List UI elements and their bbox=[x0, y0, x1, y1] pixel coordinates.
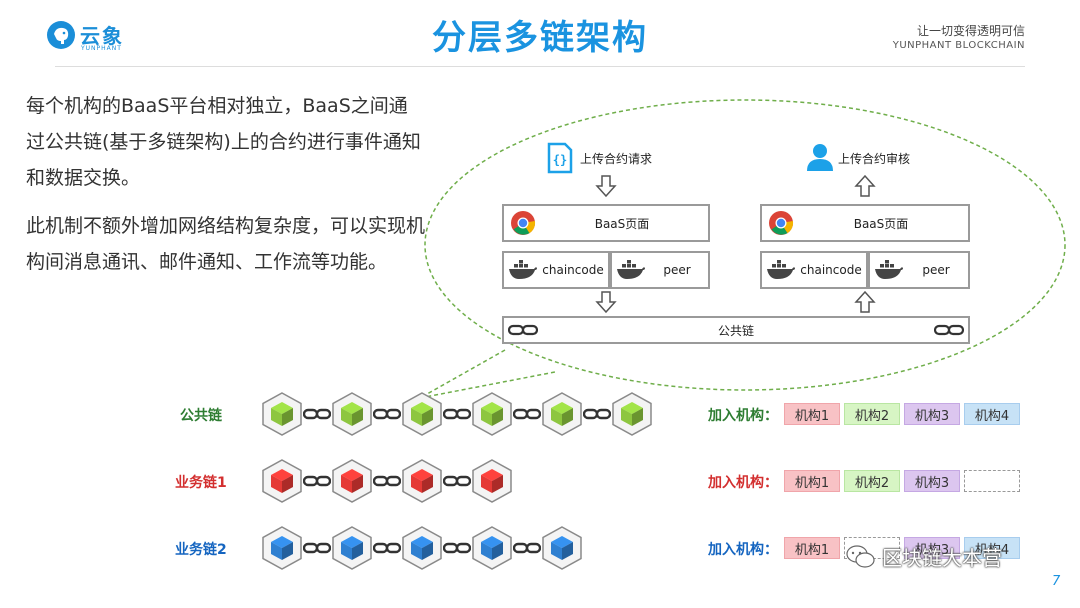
chaincode-label: chaincode bbox=[800, 263, 862, 277]
paragraph-1: 每个机构的BaaS平台相对独立，BaaS之间通过公共链(基于多链架构)上的合约进… bbox=[26, 95, 421, 189]
chain-link-icon bbox=[583, 408, 611, 420]
arrow-down-icon bbox=[595, 291, 617, 314]
block-cube-icon bbox=[332, 459, 372, 503]
upload-request-label: 上传合约请求 bbox=[580, 152, 653, 166]
block-cube-icon bbox=[262, 526, 302, 570]
block-cube-icon bbox=[612, 392, 652, 436]
chain-link-icon bbox=[934, 324, 964, 336]
chain-link-icon bbox=[303, 408, 331, 420]
arrow-up-icon bbox=[854, 290, 876, 313]
header-divider bbox=[55, 66, 1025, 67]
org-box: 机构1 bbox=[784, 537, 840, 559]
org-box: 机构3 bbox=[904, 470, 960, 492]
peer-label: peer bbox=[663, 263, 691, 277]
join-label-public: 加入机构： bbox=[708, 408, 778, 424]
chaincode-label: chaincode bbox=[542, 263, 604, 277]
slogan: 让一切变得透明可信 bbox=[916, 24, 1025, 38]
baas-label: BaaS页面 bbox=[853, 216, 909, 231]
block-cube-icon bbox=[402, 526, 442, 570]
slogan-english: YUNPHANT BLOCKCHAIN bbox=[892, 40, 1025, 51]
public-chain-bar-label: 公共链 bbox=[717, 323, 754, 338]
join-label-business-1: 加入机构： bbox=[708, 475, 778, 491]
block-cube-icon bbox=[402, 459, 442, 503]
chain-link-icon bbox=[443, 475, 471, 487]
contract-file-icon: {} bbox=[547, 142, 573, 174]
block-cube-icon bbox=[262, 459, 302, 503]
block-cube-icon bbox=[472, 526, 512, 570]
chain-link-icon bbox=[373, 542, 401, 554]
org-box: 机构1 bbox=[784, 470, 840, 492]
join-label-business-2: 加入机构： bbox=[708, 542, 778, 558]
chain-link-icon bbox=[373, 408, 401, 420]
logo-subtext: YUNPHANT bbox=[81, 45, 122, 52]
chain-link-icon bbox=[443, 542, 471, 554]
peer-label: peer bbox=[922, 263, 950, 277]
chrome-icon bbox=[511, 211, 536, 235]
org-box: 机构1 bbox=[784, 403, 840, 425]
logo: 云象 YUNPHANT bbox=[46, 20, 136, 52]
org-box: 机构4 bbox=[964, 403, 1020, 425]
org-box: 机构2 bbox=[844, 403, 900, 425]
peer-box-left: peer bbox=[610, 251, 710, 289]
docker-icon bbox=[617, 260, 645, 279]
watermark: 区块链大本营 bbox=[846, 542, 1002, 571]
elephant-logo-icon bbox=[47, 21, 75, 49]
arrow-down-icon bbox=[595, 175, 617, 198]
block-cube-icon bbox=[402, 392, 442, 436]
user-icon bbox=[807, 144, 833, 171]
public-chain-bar: 公共链 bbox=[502, 316, 970, 344]
chain-label-business-1: 业务链1 bbox=[175, 475, 227, 491]
chain-link-icon bbox=[513, 408, 541, 420]
org-box: 机构2 bbox=[844, 470, 900, 492]
page-title: 分层多链架构 bbox=[432, 18, 648, 58]
org-box-empty bbox=[964, 470, 1020, 492]
svg-text:{}: {} bbox=[553, 153, 567, 167]
page-number: 7 bbox=[1052, 574, 1061, 589]
paragraph-2: 此机制不额外增加网络结构复杂度，可以实现机构间消息通讯、邮件通知、工作流等功能。 bbox=[26, 215, 426, 273]
block-cube-icon bbox=[472, 459, 512, 503]
baas-page-left: BaaS页面 bbox=[502, 204, 710, 242]
chain-link-icon bbox=[303, 542, 331, 554]
block-cube-icon bbox=[472, 392, 512, 436]
chain-link-icon bbox=[513, 542, 541, 554]
chain-link-icon bbox=[373, 475, 401, 487]
peer-box-right: peer bbox=[868, 251, 970, 289]
arrow-up-icon bbox=[854, 174, 876, 197]
docker-icon bbox=[875, 260, 903, 279]
org-box: 机构4 bbox=[964, 537, 1020, 559]
block-cube-icon bbox=[332, 392, 372, 436]
baas-label: BaaS页面 bbox=[594, 216, 650, 231]
logo-text: 云象 bbox=[80, 24, 124, 48]
watermark-text: 区块链大本营 bbox=[882, 546, 1002, 570]
chain-label-business-2: 业务链2 bbox=[175, 542, 227, 558]
chain-label-public: 公共链 bbox=[180, 408, 222, 424]
org-box: 机构3 bbox=[904, 537, 960, 559]
chaincode-box-right: chaincode bbox=[760, 251, 868, 289]
org-box: 机构3 bbox=[904, 403, 960, 425]
chain-link-icon bbox=[303, 475, 331, 487]
docker-icon bbox=[509, 260, 537, 279]
block-cube-icon bbox=[542, 526, 582, 570]
chain-link-icon bbox=[508, 324, 538, 336]
block-cube-icon bbox=[542, 392, 582, 436]
chaincode-box-left: chaincode bbox=[502, 251, 610, 289]
chrome-icon bbox=[769, 211, 794, 235]
baas-page-right: BaaS页面 bbox=[760, 204, 970, 242]
upload-review-label: 上传合约审核 bbox=[838, 152, 911, 166]
block-cube-icon bbox=[262, 392, 302, 436]
wechat-icon bbox=[846, 544, 875, 568]
block-cube-icon bbox=[332, 526, 372, 570]
chain-link-icon bbox=[443, 408, 471, 420]
docker-icon bbox=[767, 260, 795, 279]
